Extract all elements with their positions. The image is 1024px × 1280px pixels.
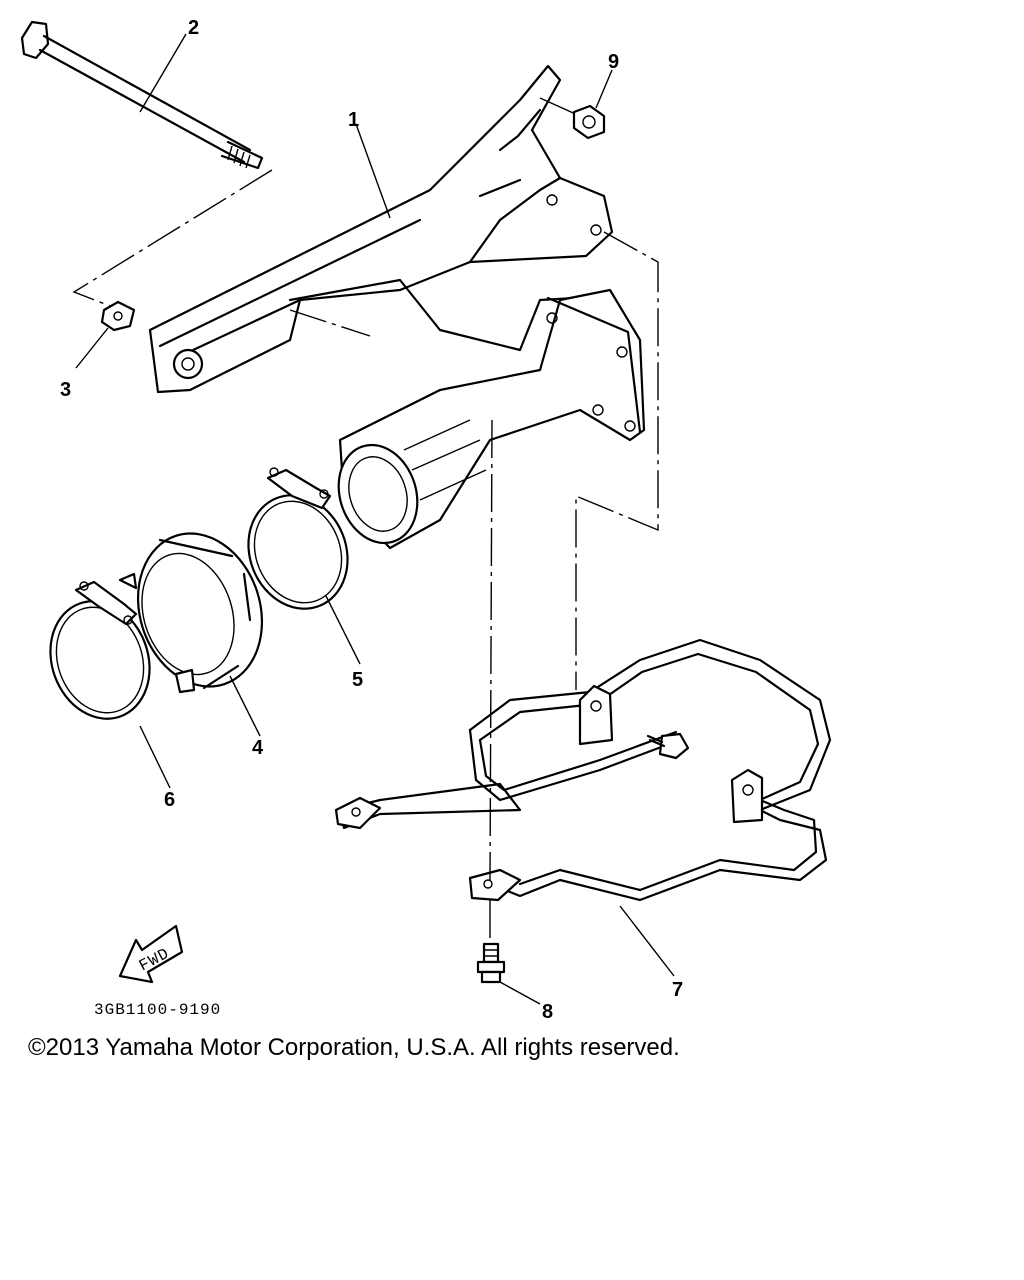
callout-5: 5	[352, 669, 363, 691]
guard-alignment-line-left	[489, 419, 493, 881]
callout-4: 4	[252, 737, 264, 759]
nut-alignment-line	[539, 97, 581, 117]
guard-mount-bolt	[646, 732, 690, 760]
rear-guard	[334, 638, 832, 902]
dust-boot	[118, 532, 264, 694]
callout-3: 3	[60, 379, 71, 401]
forward-arrow-icon: FWD	[118, 924, 184, 984]
guard-alignment-line-right	[575, 231, 659, 690]
flange-bolt	[476, 942, 506, 984]
nut	[572, 104, 606, 140]
callout-2: 2	[188, 17, 199, 39]
boot-clamp-large	[247, 467, 349, 610]
swingarm	[148, 64, 646, 550]
bolt-alignment-line	[72, 169, 273, 307]
part-code: 3GB1100-9190	[94, 1001, 221, 1019]
pivot-shaft-bolt	[20, 20, 264, 170]
callout-6: 6	[164, 789, 175, 811]
callout-1: 1	[348, 109, 359, 131]
boot-clamp-small	[49, 580, 151, 720]
callout-7: 7	[672, 979, 683, 1001]
swingarm-center-line	[289, 309, 371, 337]
washer-clip	[100, 300, 136, 332]
copyright-notice: ©2013 Yamaha Motor Corporation, U.S.A. A…	[28, 1034, 680, 1061]
leader-lines	[75, 33, 675, 1005]
callout-8: 8	[542, 1001, 553, 1023]
callout-9: 9	[608, 51, 619, 73]
